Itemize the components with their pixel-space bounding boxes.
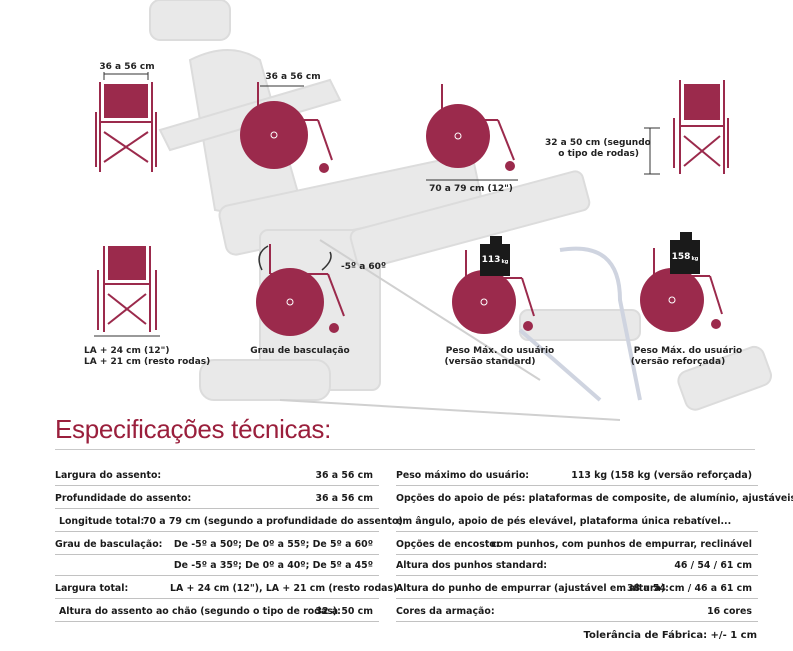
spec-value: 36 a 56 cm <box>315 470 373 481</box>
seat-height-diagram <box>644 80 729 175</box>
spec-label: Altura do punho de empurrar (ajustável e… <box>396 583 669 594</box>
spec-value: 70 a 79 cm (segundo a profundidade do as… <box>143 516 403 527</box>
seat-width-diagram <box>95 72 157 172</box>
seat-depth-label: 36 a 56 cm <box>265 72 321 82</box>
total-length-label: 70 a 79 cm (12") <box>429 184 513 194</box>
spec-label: Altura do assento ao chão (segundo o tip… <box>59 606 341 617</box>
spec-value: com punhos, com punhos de empurrar, recl… <box>491 539 752 550</box>
tilt-angle-label: -5º a 60º <box>341 262 387 272</box>
spec-row-seat-height: Altura do assento ao chão (segundo o tip… <box>55 603 379 622</box>
spec-row-tilt: Grau de basculação: De -5º a 50º; De 0º … <box>55 536 379 555</box>
spec-label: Opções de encosto: <box>396 539 500 550</box>
title-divider <box>55 449 755 450</box>
spec-value: LA + 24 cm (12"), LA + 21 cm (resto roda… <box>170 583 398 594</box>
tilt-diagram <box>256 244 345 336</box>
seat-depth-diagram <box>240 82 333 173</box>
reinforced-weight-caption-line2: (versão reforçada) <box>630 357 726 367</box>
spec-label: Grau de basculação: <box>55 539 163 550</box>
spec-label: Largura total: <box>55 583 129 594</box>
seat-width-label: 36 a 56 cm <box>99 62 155 72</box>
spec-label: Longitude total: <box>59 516 145 527</box>
spec-row-handle-height: Altura dos punhos standard: 46 / 54 / 61… <box>396 557 758 576</box>
spec-value: 113 kg (158 kg (versão reforçada) <box>571 470 752 481</box>
spec-value: 46 / 54 / 61 cm <box>674 560 752 571</box>
spec-row-total-length: Longitude total: 70 a 79 cm (segundo a p… <box>55 513 403 532</box>
spec-value: 36 a 56 cm <box>315 493 373 504</box>
spec-row-footrest-options-cont: em ângulo, apoio de pés elevável, plataf… <box>396 513 758 532</box>
standard-weight-caption-line1: Peso Máx. do usuário <box>445 346 555 356</box>
reinforced-weight-diagram <box>640 232 723 332</box>
spec-label: Peso máximo do usuário: <box>396 470 530 481</box>
tilt-caption: Grau de basculação <box>250 346 350 356</box>
spec-row-footrest-options: Opções do apoio de pés: plataformas de c… <box>396 490 793 508</box>
factory-tolerance: Tolerância de Fábrica: +/- 1 cm <box>583 630 758 641</box>
spec-label: Altura dos punhos standard: <box>396 560 548 571</box>
spec-row-backrest-options: Opções de encosto: com punhos, com punho… <box>396 536 758 555</box>
spec-value: De -5º a 35º; De 0º a 40º; De 5º a 45º <box>173 560 373 571</box>
spec-value: 16 cores <box>707 606 752 617</box>
spec-label: Cores da armação: <box>396 606 495 617</box>
spec-row-push-handle-height: Altura do punho de empurrar (ajustável e… <box>396 580 758 599</box>
spec-label: Profundidade do assento: <box>55 493 192 504</box>
standard-weight-diagram <box>452 236 535 334</box>
reinforced-weight-value: 158 <box>671 252 691 262</box>
total-length-diagram <box>426 84 518 181</box>
total-width-label-line1: LA + 24 cm (12") <box>84 346 170 356</box>
seat-height-label-line2: o tipo de rodas) <box>558 149 639 159</box>
standard-weight-value: 113 <box>481 255 501 265</box>
spec-row-tilt-alt: De -5º a 35º; De 0º a 40º; De 5º a 45º <box>55 557 379 576</box>
reinforced-weight-unit: kg <box>691 255 699 262</box>
spec-row-seat-depth: Profundidade do assento: 36 a 56 cm <box>55 490 379 509</box>
spec-row-max-user-weight: Peso máximo do usuário: 113 kg (158 kg (… <box>396 467 758 486</box>
total-width-label-line2: LA + 21 cm (resto rodas) <box>84 357 211 367</box>
spec-row-seat-width: Largura do assento: 36 a 56 cm <box>55 467 379 486</box>
spec-value: 32 a 50 cm <box>315 606 373 617</box>
spec-text: Opções do apoio de pés: plataformas de c… <box>396 493 793 504</box>
reinforced-weight-caption-line1: Peso Máx. do usuário <box>633 346 743 356</box>
spec-text: em ângulo, apoio de pés elevável, plataf… <box>396 516 732 527</box>
spec-row-frame-colors: Cores da armação: 16 cores <box>396 603 758 622</box>
spec-row-total-width: Largura total: LA + 24 cm (12"), LA + 21… <box>55 580 397 599</box>
spec-value: De -5º a 50º; De 0º a 55º; De 5º a 60º <box>173 539 373 550</box>
total-width-diagram <box>94 246 160 337</box>
section-title: Especificações técnicas: <box>55 414 332 444</box>
spec-label: Largura do assento: <box>55 470 162 481</box>
spec-value: 38 a 54 cm / 46 a 61 cm <box>626 583 752 594</box>
standard-weight-unit: kg <box>501 258 509 265</box>
standard-weight-caption-line2: (versão standard) <box>444 357 536 367</box>
seat-height-label-line1: 32 a 50 cm (segundo <box>545 138 651 148</box>
